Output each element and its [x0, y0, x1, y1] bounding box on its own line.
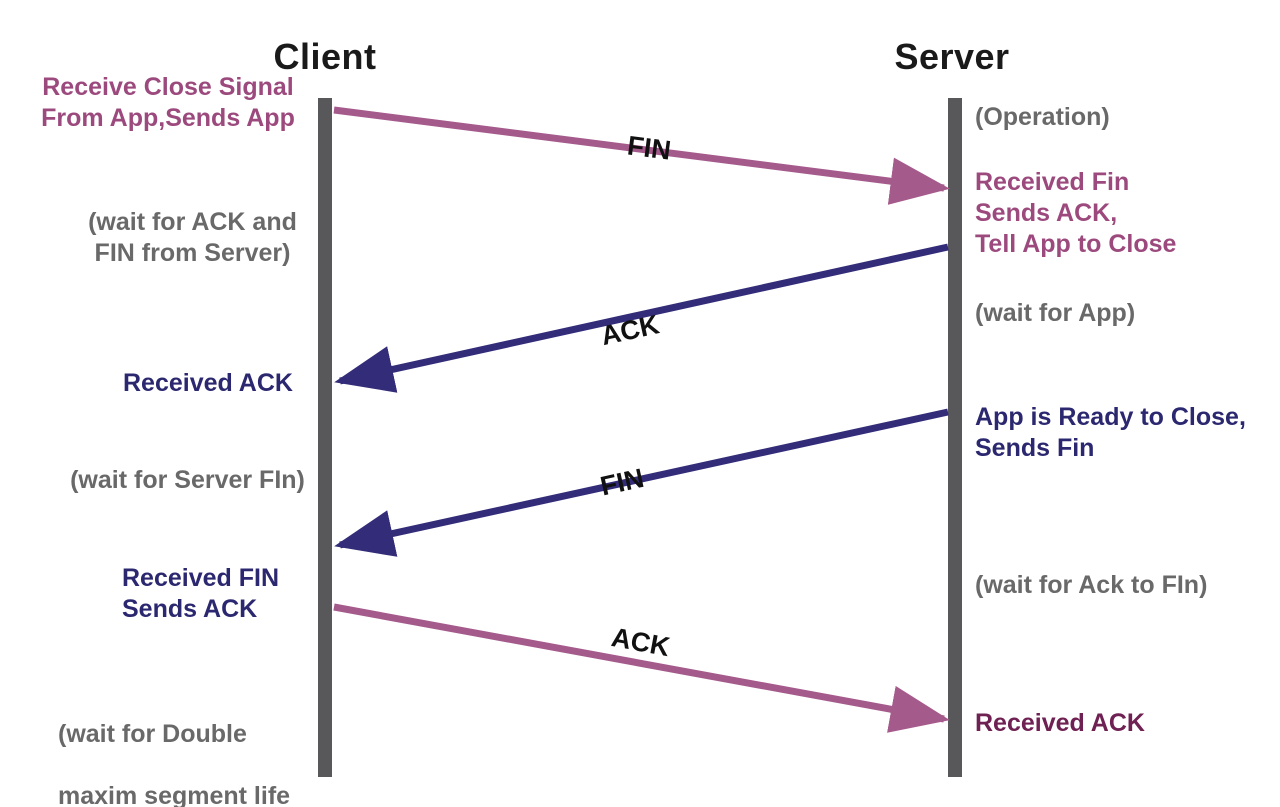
fin-arrow-server-to-client: [334, 408, 949, 557]
server-wait-app-note: (wait for App): [975, 299, 1136, 327]
client-title: Client: [273, 36, 377, 77]
client-received-fin-label: Received FIN Sends ACK: [122, 564, 280, 623]
client-lifeline: [318, 98, 332, 777]
client-close-signal-note: Receive Close Signal From App,Sends App: [41, 73, 295, 132]
fin-arrow-label-2: FIN: [598, 463, 647, 502]
ack-arrow-label-1: ACK: [598, 309, 662, 351]
wait-2msl-segment: segment: [137, 782, 254, 807]
server-received-ack-label: Received ACK: [975, 709, 1145, 737]
client-received-ack-label: Received ACK: [123, 369, 293, 397]
client-wait-server-fin-note: (wait for Server FIn): [70, 466, 305, 494]
client-wait-ack-fin-note: (wait for ACK and FIN from Server): [88, 208, 297, 267]
wait-2msl-word-life: life: [253, 782, 291, 807]
server-operation-note: (Operation): [975, 103, 1110, 131]
fin-arrow-client-to-server: [333, 106, 950, 205]
server-wait-ack-note: (wait for Ack to FIn): [975, 571, 1208, 599]
server-app-ready-label: App is Ready to Close, Sends Fin: [975, 403, 1246, 462]
server-lifeline: [948, 98, 962, 777]
ack-arrow-client-to-server: [333, 603, 950, 733]
fin-arrow-label-1: FIN: [626, 130, 673, 165]
server-title: Server: [894, 36, 1010, 77]
server-received-fin-label: Received Fin Sends ACK, Tell App to Clos…: [975, 168, 1177, 258]
ack-arrow-server-to-client: [334, 243, 949, 393]
wait-2msl-line1: (wait for Double: [58, 720, 247, 748]
client-wait-2msl-note: (wait for Double maxim segment life time…: [58, 688, 318, 807]
wait-2msl-word-maxim: maxim: [58, 782, 138, 807]
